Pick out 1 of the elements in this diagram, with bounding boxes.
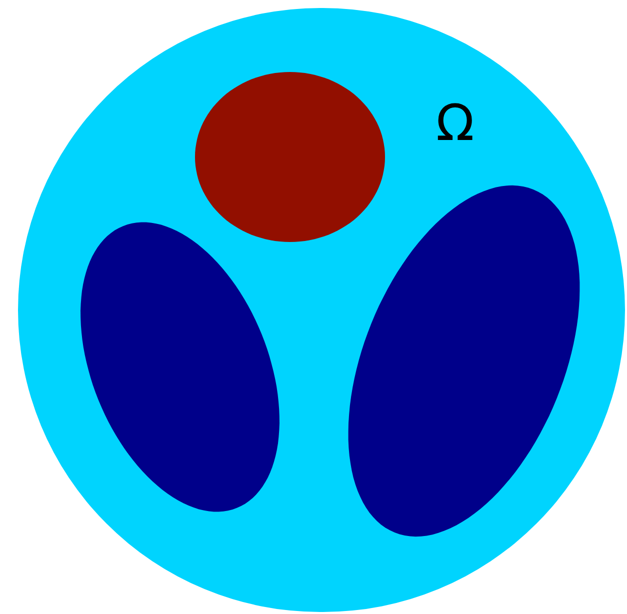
region-label: Ω [436, 98, 474, 148]
